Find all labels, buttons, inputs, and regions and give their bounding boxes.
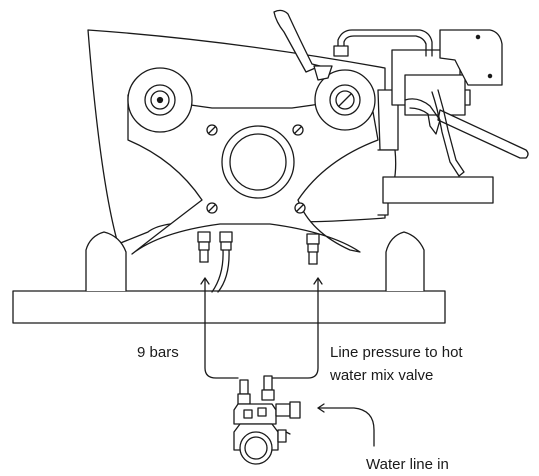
label-line-pressure-line2: water mix valve	[330, 367, 434, 384]
fitting-right	[306, 233, 320, 265]
steam-pipe-outer	[343, 35, 427, 57]
center-opening-inner	[229, 133, 287, 191]
hot-water-wand	[404, 98, 441, 135]
left-boss-ring	[144, 84, 176, 116]
drip-tray-panel	[382, 176, 494, 204]
steam-handle	[437, 109, 529, 159]
center-opening-outer	[221, 125, 295, 199]
right-boss-slot	[338, 93, 352, 107]
valve-bolt-1	[475, 34, 481, 40]
valve-bolt-2	[487, 73, 493, 79]
label-9-bars: 9 bars	[137, 344, 179, 361]
right-boss-ring-inner	[335, 90, 355, 110]
steam-pipe	[337, 29, 433, 57]
drain-tube	[211, 249, 230, 293]
label-line-pressure: Line pressure to hot water mix valve	[330, 341, 463, 387]
right-boss-ring	[329, 84, 361, 116]
steam-wand-down	[431, 89, 465, 177]
screws	[206, 124, 306, 214]
fitting-left	[197, 231, 211, 263]
label-line-pressure-line1: Line pressure to hot	[330, 344, 463, 361]
lever-collar	[313, 65, 333, 81]
left-boss-center	[156, 96, 164, 104]
steam-pipe-fitting	[333, 45, 349, 57]
left-boss-ring-inner	[150, 90, 170, 110]
left-foot	[85, 231, 127, 292]
valve-block	[404, 74, 466, 116]
flow-line-water-in	[317, 403, 375, 447]
label-water-line-in: Water line in	[366, 456, 449, 473]
base-plate	[12, 290, 446, 324]
fitting-middle	[219, 231, 233, 251]
flow-line-hot-water	[263, 277, 323, 379]
valve-back-plate	[439, 29, 503, 86]
flow-line-9bars	[200, 277, 239, 379]
manifold-assembly	[233, 375, 301, 465]
right-foot	[385, 231, 425, 292]
